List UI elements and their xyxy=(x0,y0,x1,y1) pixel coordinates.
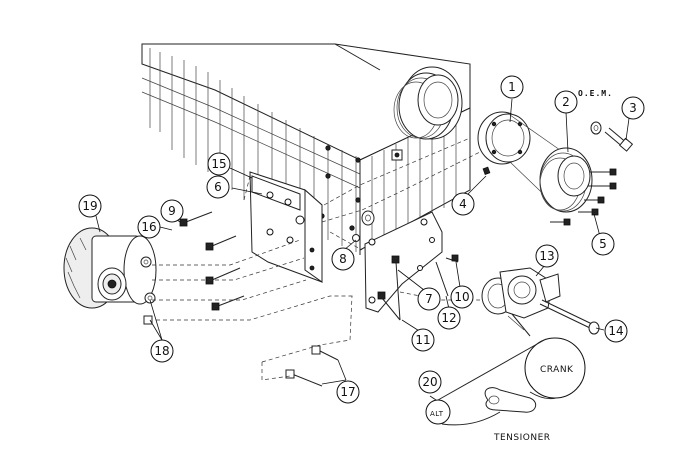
svg-text:16: 16 xyxy=(141,220,156,234)
callout-4: 4 xyxy=(451,192,475,216)
alternator-bolts xyxy=(179,211,245,311)
engine-block xyxy=(141,43,471,255)
callout-2: 2 xyxy=(554,90,578,114)
callout-15: 15 xyxy=(207,152,231,176)
svg-text:1: 1 xyxy=(508,80,516,94)
callout-10: 10 xyxy=(450,285,474,309)
plate-bolts xyxy=(377,254,459,321)
callout-14: 14 xyxy=(604,319,628,343)
alternator xyxy=(63,227,157,325)
spacer xyxy=(352,210,375,242)
svg-text:10: 10 xyxy=(454,290,469,304)
svg-text:8: 8 xyxy=(339,252,347,266)
bracket-bolts xyxy=(285,345,339,387)
callout-6: 6 xyxy=(206,175,230,199)
callout-1: 1 xyxy=(500,75,524,99)
callout-20: 20 xyxy=(418,370,442,394)
svg-text:18: 18 xyxy=(154,344,169,358)
callout-7: 7 xyxy=(417,287,441,311)
callout-3: 3 xyxy=(621,96,645,120)
svg-text:6: 6 xyxy=(214,180,222,194)
callout-8: 8 xyxy=(331,247,355,271)
leader-lines xyxy=(95,98,632,401)
alt-label: ALT xyxy=(430,410,444,418)
callout-17: 17 xyxy=(336,380,360,404)
pulley-hub xyxy=(477,111,531,176)
svg-text:9: 9 xyxy=(168,204,176,218)
oem-bolt xyxy=(590,121,634,152)
svg-text:19: 19 xyxy=(82,199,97,213)
svg-text:2: 2 xyxy=(562,95,570,109)
mounting-bracket xyxy=(249,171,323,283)
assembly-lines xyxy=(152,137,481,381)
tensioner-plate xyxy=(364,211,443,313)
belt-tensioner xyxy=(481,267,561,337)
crank-label: CRANK xyxy=(540,365,574,375)
callout-11: 11 xyxy=(411,328,435,352)
callout-9: 9 xyxy=(160,199,184,223)
svg-text:15: 15 xyxy=(211,157,226,171)
svg-text:14: 14 xyxy=(608,324,623,338)
svg-text:17: 17 xyxy=(340,385,355,399)
callout-12: 12 xyxy=(437,306,461,330)
tensioner-bolt xyxy=(539,299,600,335)
tensioner-label: TENSIONER xyxy=(493,433,551,443)
svg-text:20: 20 xyxy=(422,375,437,389)
callout-5: 5 xyxy=(591,232,615,256)
svg-text:12: 12 xyxy=(441,311,456,325)
drive-pulley xyxy=(509,114,593,213)
svg-text:7: 7 xyxy=(425,292,433,306)
svg-text:3: 3 xyxy=(629,101,637,115)
oem-label: O.E.M. xyxy=(578,89,613,98)
crank-pulley xyxy=(393,66,463,140)
callout-19: 19 xyxy=(78,194,102,218)
pulley-bolts xyxy=(550,168,617,226)
svg-text:4: 4 xyxy=(459,197,467,211)
callout-18: 18 xyxy=(150,339,174,363)
svg-text:13: 13 xyxy=(539,249,554,263)
callout-16: 16 xyxy=(137,215,161,239)
svg-text:11: 11 xyxy=(415,333,430,347)
belt-routing xyxy=(425,337,586,426)
callout-13: 13 xyxy=(535,244,559,268)
svg-text:5: 5 xyxy=(599,237,607,251)
